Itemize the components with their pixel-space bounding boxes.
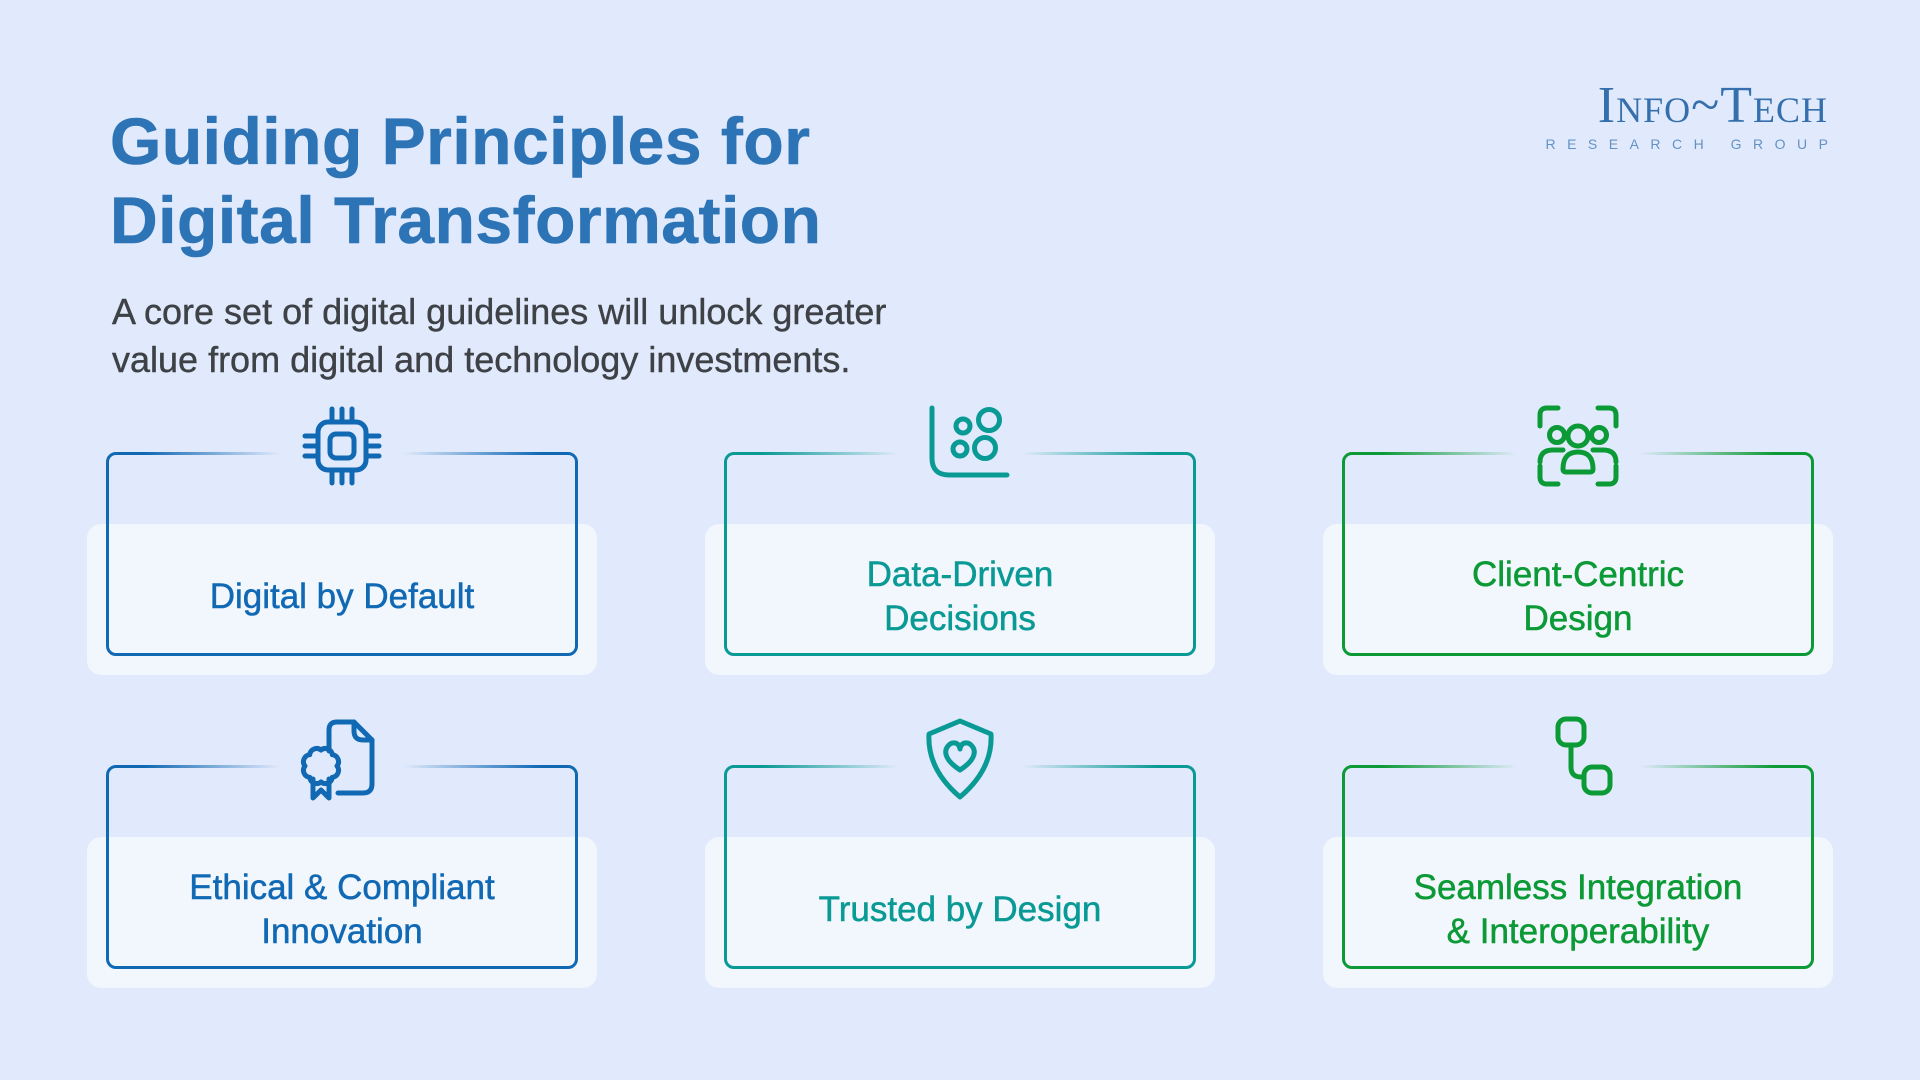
title-line-2: Digital Transformation — [110, 183, 822, 258]
card-label-line: Digital by Default — [209, 576, 475, 617]
subtitle-line-2: value from digital and technology invest… — [112, 339, 851, 381]
card-frame — [106, 765, 578, 969]
card-backplate — [87, 837, 597, 988]
logo-wordmark: Info~Tech — [1597, 77, 1828, 134]
scatter-chart-icon — [910, 396, 1010, 496]
card-backplate — [87, 524, 597, 675]
shield-heart-icon — [910, 709, 1010, 809]
page-subtitle: A core set of digital guidelines will un… — [112, 288, 887, 384]
subtitle-line-1: A core set of digital guidelines will un… — [112, 291, 887, 332]
principle-card: Seamless Integration & Interoperability — [1323, 716, 1833, 988]
card-backplate — [705, 837, 1215, 988]
title-line-1: Guiding Principles for — [110, 104, 811, 179]
card-label: Trusted by Design — [732, 837, 1188, 983]
card-backplate — [1323, 524, 1833, 675]
principle-card: Trusted by Design — [705, 718, 1215, 988]
card-label-line: Client-Centric — [1472, 554, 1685, 594]
card-backplate — [1323, 837, 1833, 988]
card-label-line: & Interoperability — [1446, 912, 1710, 952]
infotech-logo: Info~Tech RESEARCH GROUP — [1545, 77, 1828, 153]
integration-nodes-icon — [1528, 709, 1628, 809]
card-label-line: Ethical & Compliant — [189, 867, 495, 907]
principle-card: Digital by Default — [87, 406, 597, 675]
card-label-line: Data-Driven — [866, 554, 1054, 594]
card-label-line: Trusted by Design — [818, 889, 1102, 930]
card-frame — [1342, 765, 1814, 969]
card-label-line: Decisions — [884, 599, 1036, 639]
card-label-line: Seamless Integration — [1413, 867, 1743, 907]
card-frame — [724, 765, 1196, 969]
people-focus-icon — [1528, 396, 1628, 496]
card-backplate — [705, 524, 1215, 675]
card-label: Seamless Integration & Interoperability — [1350, 837, 1806, 983]
card-label: Digital by Default — [114, 524, 570, 670]
card-label-line: Innovation — [261, 912, 423, 952]
card-label-line: Design — [1523, 599, 1633, 639]
certified-document-icon — [292, 709, 392, 809]
card-frame — [106, 452, 578, 656]
logo-tagline: RESEARCH GROUP — [1545, 136, 1840, 152]
cpu-chip-icon — [292, 396, 392, 496]
